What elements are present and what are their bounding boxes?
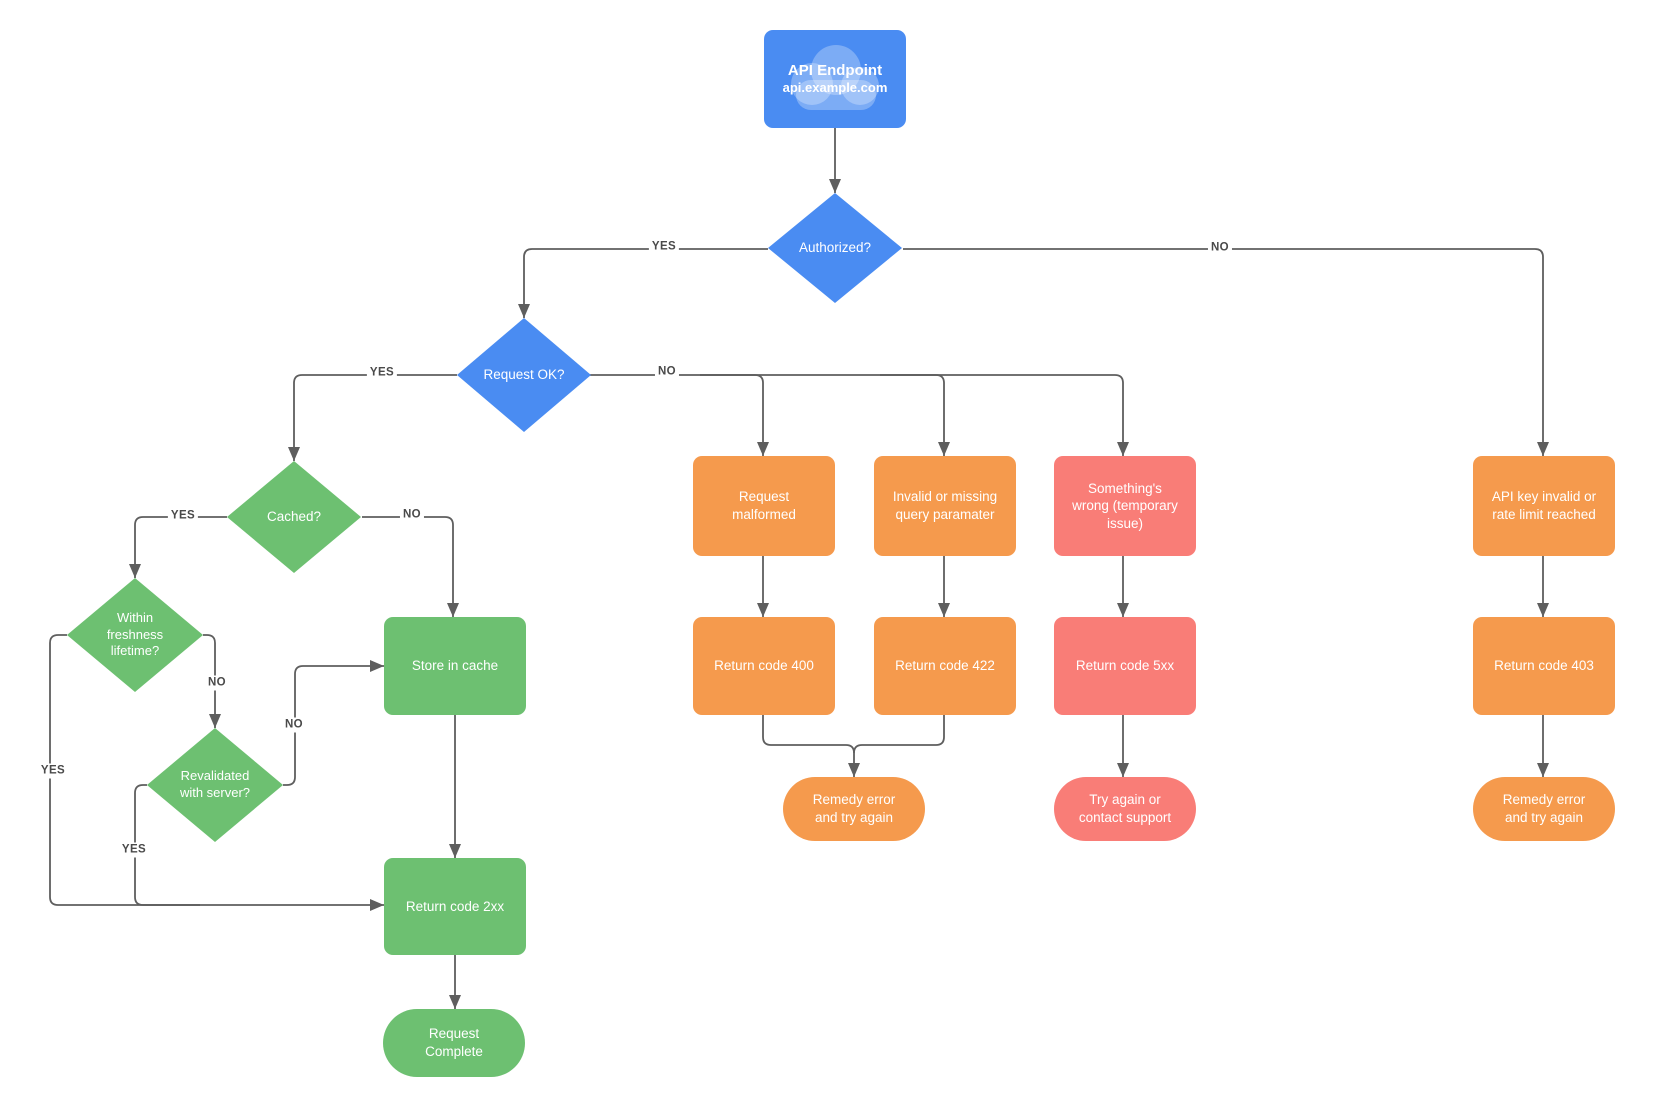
node-api-key-invalid: API key invalid or rate limit reached [1473,456,1615,556]
edge-label-cached-yes: YES [167,508,199,524]
node-return-code-403: Return code 403 [1473,617,1615,715]
node-return-code-2xx: Return code 2xx [384,858,526,955]
edge-label-revalidated-no: NO [281,717,307,733]
node-api-endpoint: API Endpoint api.example.com [764,30,906,128]
node-remedy-error-right: Remedy error and try again [1473,777,1615,841]
edge-label-request-ok-yes: YES [366,365,398,381]
node-remedy-error-mid: Remedy error and try again [783,777,925,841]
edge-label-revalidated-yes: YES [118,842,150,858]
edge-label-freshness-yes: YES [37,763,69,779]
edge-label-freshness-no: NO [204,675,230,691]
node-request-complete: Request Complete [383,1009,525,1077]
node-try-again-support: Try again or contact support [1054,777,1196,841]
edge-label-authorized-yes: YES [648,239,680,255]
node-store-in-cache: Store in cache [384,617,526,715]
node-invalid-query-parameter: Invalid or missing query paramater [874,456,1016,556]
node-return-code-400: Return code 400 [693,617,835,715]
edge-label-authorized-no: NO [1207,240,1233,256]
cloud-icon [791,45,879,110]
node-return-code-422: Return code 422 [874,617,1016,715]
edge-label-request-ok-no: NO [654,364,680,380]
edge-label-cached-no: NO [399,507,425,523]
node-somethings-wrong: Something's wrong (temporary issue) [1054,456,1196,556]
api-endpoint-title: API Endpoint [787,61,883,79]
api-endpoint-subtitle: api.example.com [782,80,888,96]
node-return-code-5xx: Return code 5xx [1054,617,1196,715]
node-request-malformed: Request malformed [693,456,835,556]
